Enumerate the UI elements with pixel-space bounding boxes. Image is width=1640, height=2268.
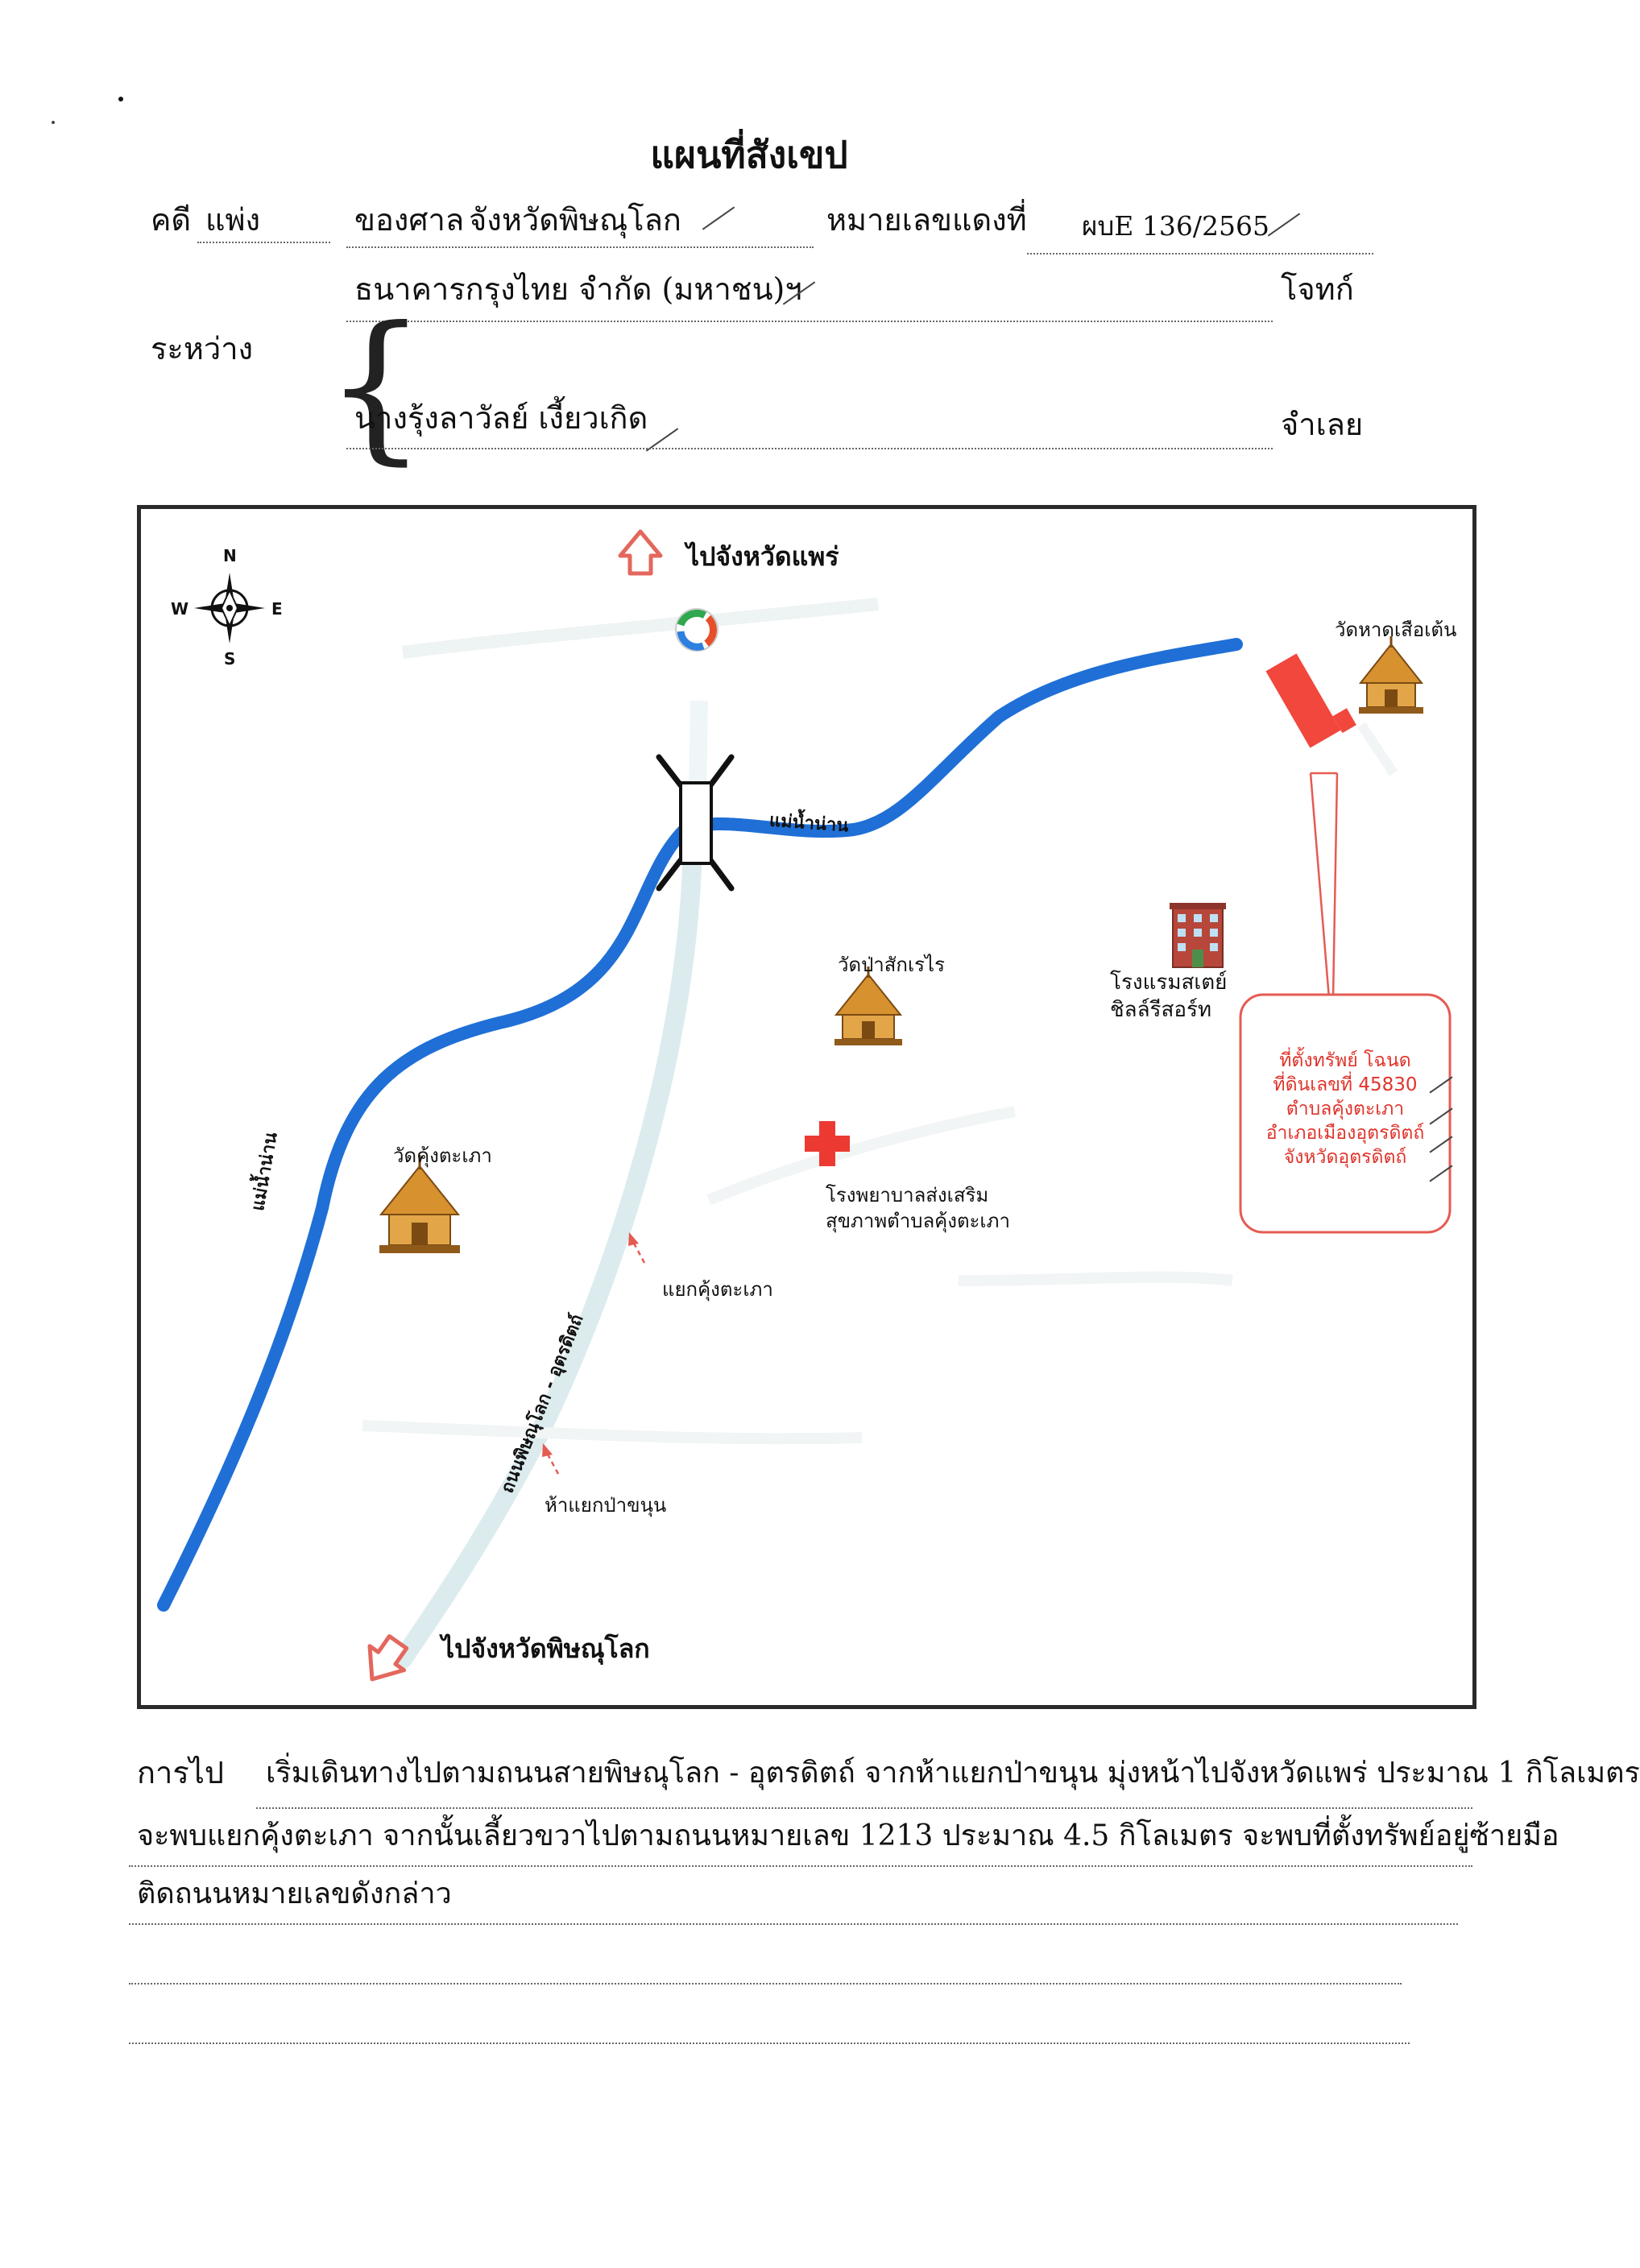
hotel-label-line1: โรงแรมสเตย์ bbox=[1110, 971, 1228, 995]
directions-rule-2 bbox=[129, 1865, 1472, 1867]
court-name: จังหวัดพิษณุโลก bbox=[469, 202, 681, 238]
directions-line-3: ติดถนนหมายเลขดังกล่าว bbox=[137, 1877, 452, 1910]
brace: { bbox=[325, 292, 428, 480]
scan-dot bbox=[118, 97, 123, 101]
map-graphics bbox=[157, 529, 1452, 1682]
road-north bbox=[689, 700, 708, 794]
hotel-label-line2: ชิลล์รีสอร์ท bbox=[1110, 998, 1212, 1022]
directions-label: การไป bbox=[137, 1755, 224, 1790]
between-label: ระหว่าง bbox=[151, 331, 254, 366]
compass-e: E bbox=[271, 599, 283, 619]
plaintiff-line bbox=[346, 321, 1273, 322]
property-line-2: ที่ดินเลขที่ 45830 bbox=[1273, 1074, 1418, 1095]
red-number-label: หมายเลขแดงที่ bbox=[826, 202, 1027, 238]
defendant-name: นางรุ้งลาวัลย์ เงี้ยวเกิด bbox=[354, 400, 648, 436]
directions-line-1: เริ่มเดินทางไปตามถนนสายพิษณุโลก - อุตรดิ… bbox=[266, 1757, 1640, 1790]
river-nan bbox=[157, 638, 1243, 1612]
defendant-line bbox=[346, 448, 1273, 449]
directions-rule-1 bbox=[256, 1807, 1472, 1809]
directions-rule-4 bbox=[129, 1983, 1402, 1984]
faded-road bbox=[706, 1106, 1017, 1206]
map-frame bbox=[137, 505, 1476, 1709]
red-number-value: ผบE 136/2565 bbox=[1082, 210, 1269, 242]
property-marker bbox=[1265, 653, 1356, 748]
hotel-icon bbox=[1170, 903, 1226, 968]
property-line-1: ที่ตั้งทรัพย์ โฉนด bbox=[1279, 1050, 1411, 1071]
directions-line-2: จะพบแยกคุ้งตะเภา จากนั้นเลี้ยวขวาไปตามถน… bbox=[137, 1819, 1559, 1852]
arrow-down-left-icon bbox=[367, 1634, 409, 1682]
compass-w: W bbox=[171, 599, 189, 619]
faded-road bbox=[362, 1420, 863, 1445]
case-label: คดี bbox=[151, 202, 192, 238]
plaintiff-role: โจทก์ bbox=[1281, 271, 1354, 307]
hotel-label: โรงแรมสเตย์ ชิลล์รีสอร์ท bbox=[1110, 969, 1227, 1024]
arrow-up-icon bbox=[618, 529, 663, 576]
to-phitsanulok-label: ไปจังหวัดพิษณุโลก bbox=[441, 1633, 650, 1664]
junction-pa-khanun-label: ห้าแยกป่าขนุน bbox=[545, 1494, 667, 1517]
court-prefix: ของศาล bbox=[354, 202, 465, 238]
court-line bbox=[346, 246, 814, 248]
temple-icon bbox=[834, 966, 903, 1045]
roundabout-icon bbox=[675, 608, 719, 652]
hospital-label-line2: สุขภาพตำบลคุ้งตะเภา bbox=[826, 1210, 1010, 1232]
temple-icon bbox=[1358, 636, 1424, 714]
pointer-arrowhead bbox=[542, 1232, 639, 1457]
bridge-icon bbox=[656, 754, 735, 892]
river-label-east: แม่น้ำน่าน bbox=[768, 810, 850, 837]
temple-khung-taphao-label: วัดคุ้งตะเภา bbox=[393, 1144, 492, 1167]
junction-khung-taphao-label: แยกคุ้งตะเภา bbox=[662, 1278, 773, 1301]
hospital-label-line1: โรงพยาบาลส่งเสริม bbox=[826, 1184, 989, 1206]
compass-rose-icon bbox=[194, 573, 265, 644]
to-phrae-label: ไปจังหวัดแพร่ bbox=[686, 541, 839, 572]
temple-icon bbox=[379, 1155, 461, 1253]
red-number-line bbox=[1027, 253, 1373, 255]
hospital-icon bbox=[805, 1121, 850, 1166]
case-type: แพ่ง bbox=[205, 202, 261, 238]
property-line-5: จังหวัดอุตรดิตถ์ bbox=[1283, 1147, 1407, 1168]
callout-pointer bbox=[1309, 772, 1339, 999]
case-type-line bbox=[197, 242, 330, 243]
faded-road bbox=[1357, 722, 1398, 776]
compass-n: N bbox=[223, 546, 237, 565]
hospital-label: โรงพยาบาลส่งเสริม สุขภาพตำบลคุ้งตะเภา bbox=[826, 1182, 1010, 1234]
directions-rule-5 bbox=[129, 2042, 1410, 2044]
property-callout-box bbox=[1239, 993, 1452, 1234]
property-line-4: อำเภอเมืองอุตรดิตถ์ bbox=[1265, 1123, 1425, 1144]
plaintiff-name: ธนาคารกรุงไทย จำกัด (มหาชน)ฯ bbox=[354, 271, 802, 307]
property-callout-text: ที่ตั้งทรัพย์ โฉนด ที่ดินเลขที่ 45830 ตำ… bbox=[1240, 1049, 1450, 1169]
defendant-role: จำเลย bbox=[1281, 407, 1364, 442]
faded-road bbox=[958, 1271, 1233, 1286]
directions-rule-3 bbox=[129, 1923, 1458, 1925]
page-title: แผนที่สังเขป bbox=[650, 133, 848, 176]
road-phitsanulok-uttaradit bbox=[393, 820, 702, 1669]
scan-mark bbox=[52, 121, 55, 124]
compass-s: S bbox=[224, 649, 236, 668]
temple-pa-sak-rerai-label: วัดป่าสักเรไร bbox=[838, 954, 946, 976]
temple-hat-suea-ten-label: วัดหาดเสือเต้น bbox=[1335, 619, 1457, 641]
faded-road bbox=[401, 598, 879, 659]
property-line-3: ตำบลคุ้งตะเภา bbox=[1286, 1099, 1405, 1120]
